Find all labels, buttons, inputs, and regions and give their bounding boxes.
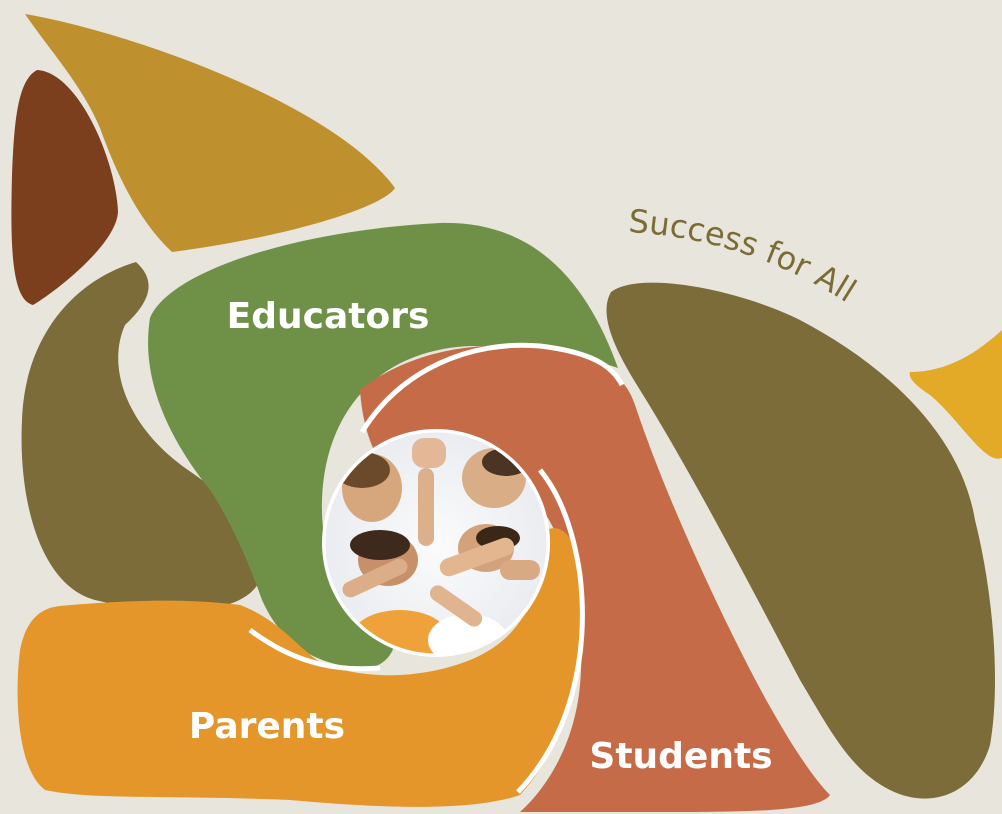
parents-label: Parents xyxy=(189,706,345,747)
parents-segment xyxy=(17,528,584,807)
center-photo xyxy=(322,429,550,657)
swirl-divider-middle xyxy=(359,342,625,434)
olive-right-drop-shape xyxy=(606,282,995,799)
educators-segment xyxy=(148,222,619,669)
swirl-divider-outer xyxy=(248,627,381,672)
olive-left-drop-shape xyxy=(21,262,262,611)
educators-label: Educators xyxy=(227,296,430,337)
gold-petal-shape xyxy=(909,330,1002,459)
students-label: Students xyxy=(589,736,772,777)
mustard-petal-shape xyxy=(25,14,395,252)
swirl-divider-inner xyxy=(516,468,585,794)
brown-petal-shape xyxy=(11,70,119,305)
